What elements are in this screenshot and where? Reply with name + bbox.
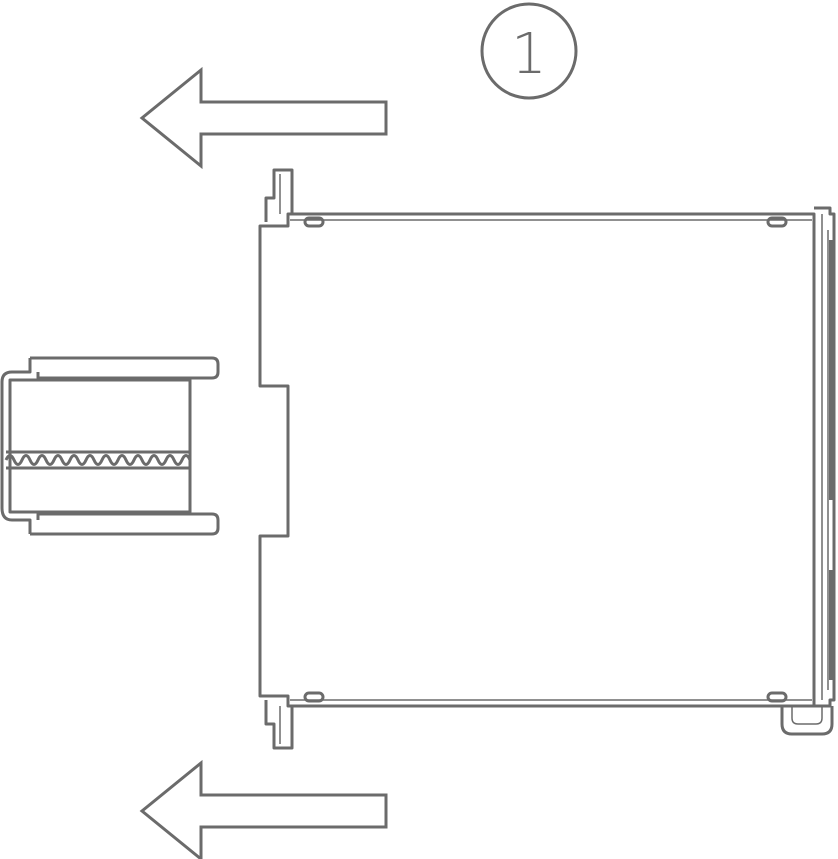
module-top-clip: [264, 168, 294, 222]
module-slot-bottom-right: [766, 691, 788, 703]
rail-bottom-flange: [30, 512, 220, 536]
module-slot-bottom-left: [303, 691, 325, 703]
module-bottom-clip: [264, 700, 294, 750]
step-badge-circle: [480, 2, 578, 100]
module-release-tab-inner: [791, 706, 823, 725]
module-body-outline: [258, 212, 816, 708]
din-rail-module-icon: [258, 168, 836, 750]
rail-inner-outline: [8, 378, 192, 514]
arrow-top: [139, 66, 388, 170]
rail-top-flange: [30, 356, 220, 380]
rail-body-outline: [0, 358, 32, 534]
step-badge: 1: [480, 2, 578, 100]
din-rail-clip-icon: [0, 356, 220, 536]
module-slot-top-right: [766, 216, 788, 228]
rail-spring-coil: [4, 454, 192, 466]
arrow-left-icon: [139, 759, 388, 859]
step-number: 1: [511, 22, 547, 87]
arrow-bottom: [139, 759, 388, 859]
arrow-left-icon: [139, 66, 388, 170]
module-release-tab: [780, 706, 834, 736]
module-slot-top-left: [303, 216, 325, 228]
module-front-panel: [814, 206, 836, 708]
